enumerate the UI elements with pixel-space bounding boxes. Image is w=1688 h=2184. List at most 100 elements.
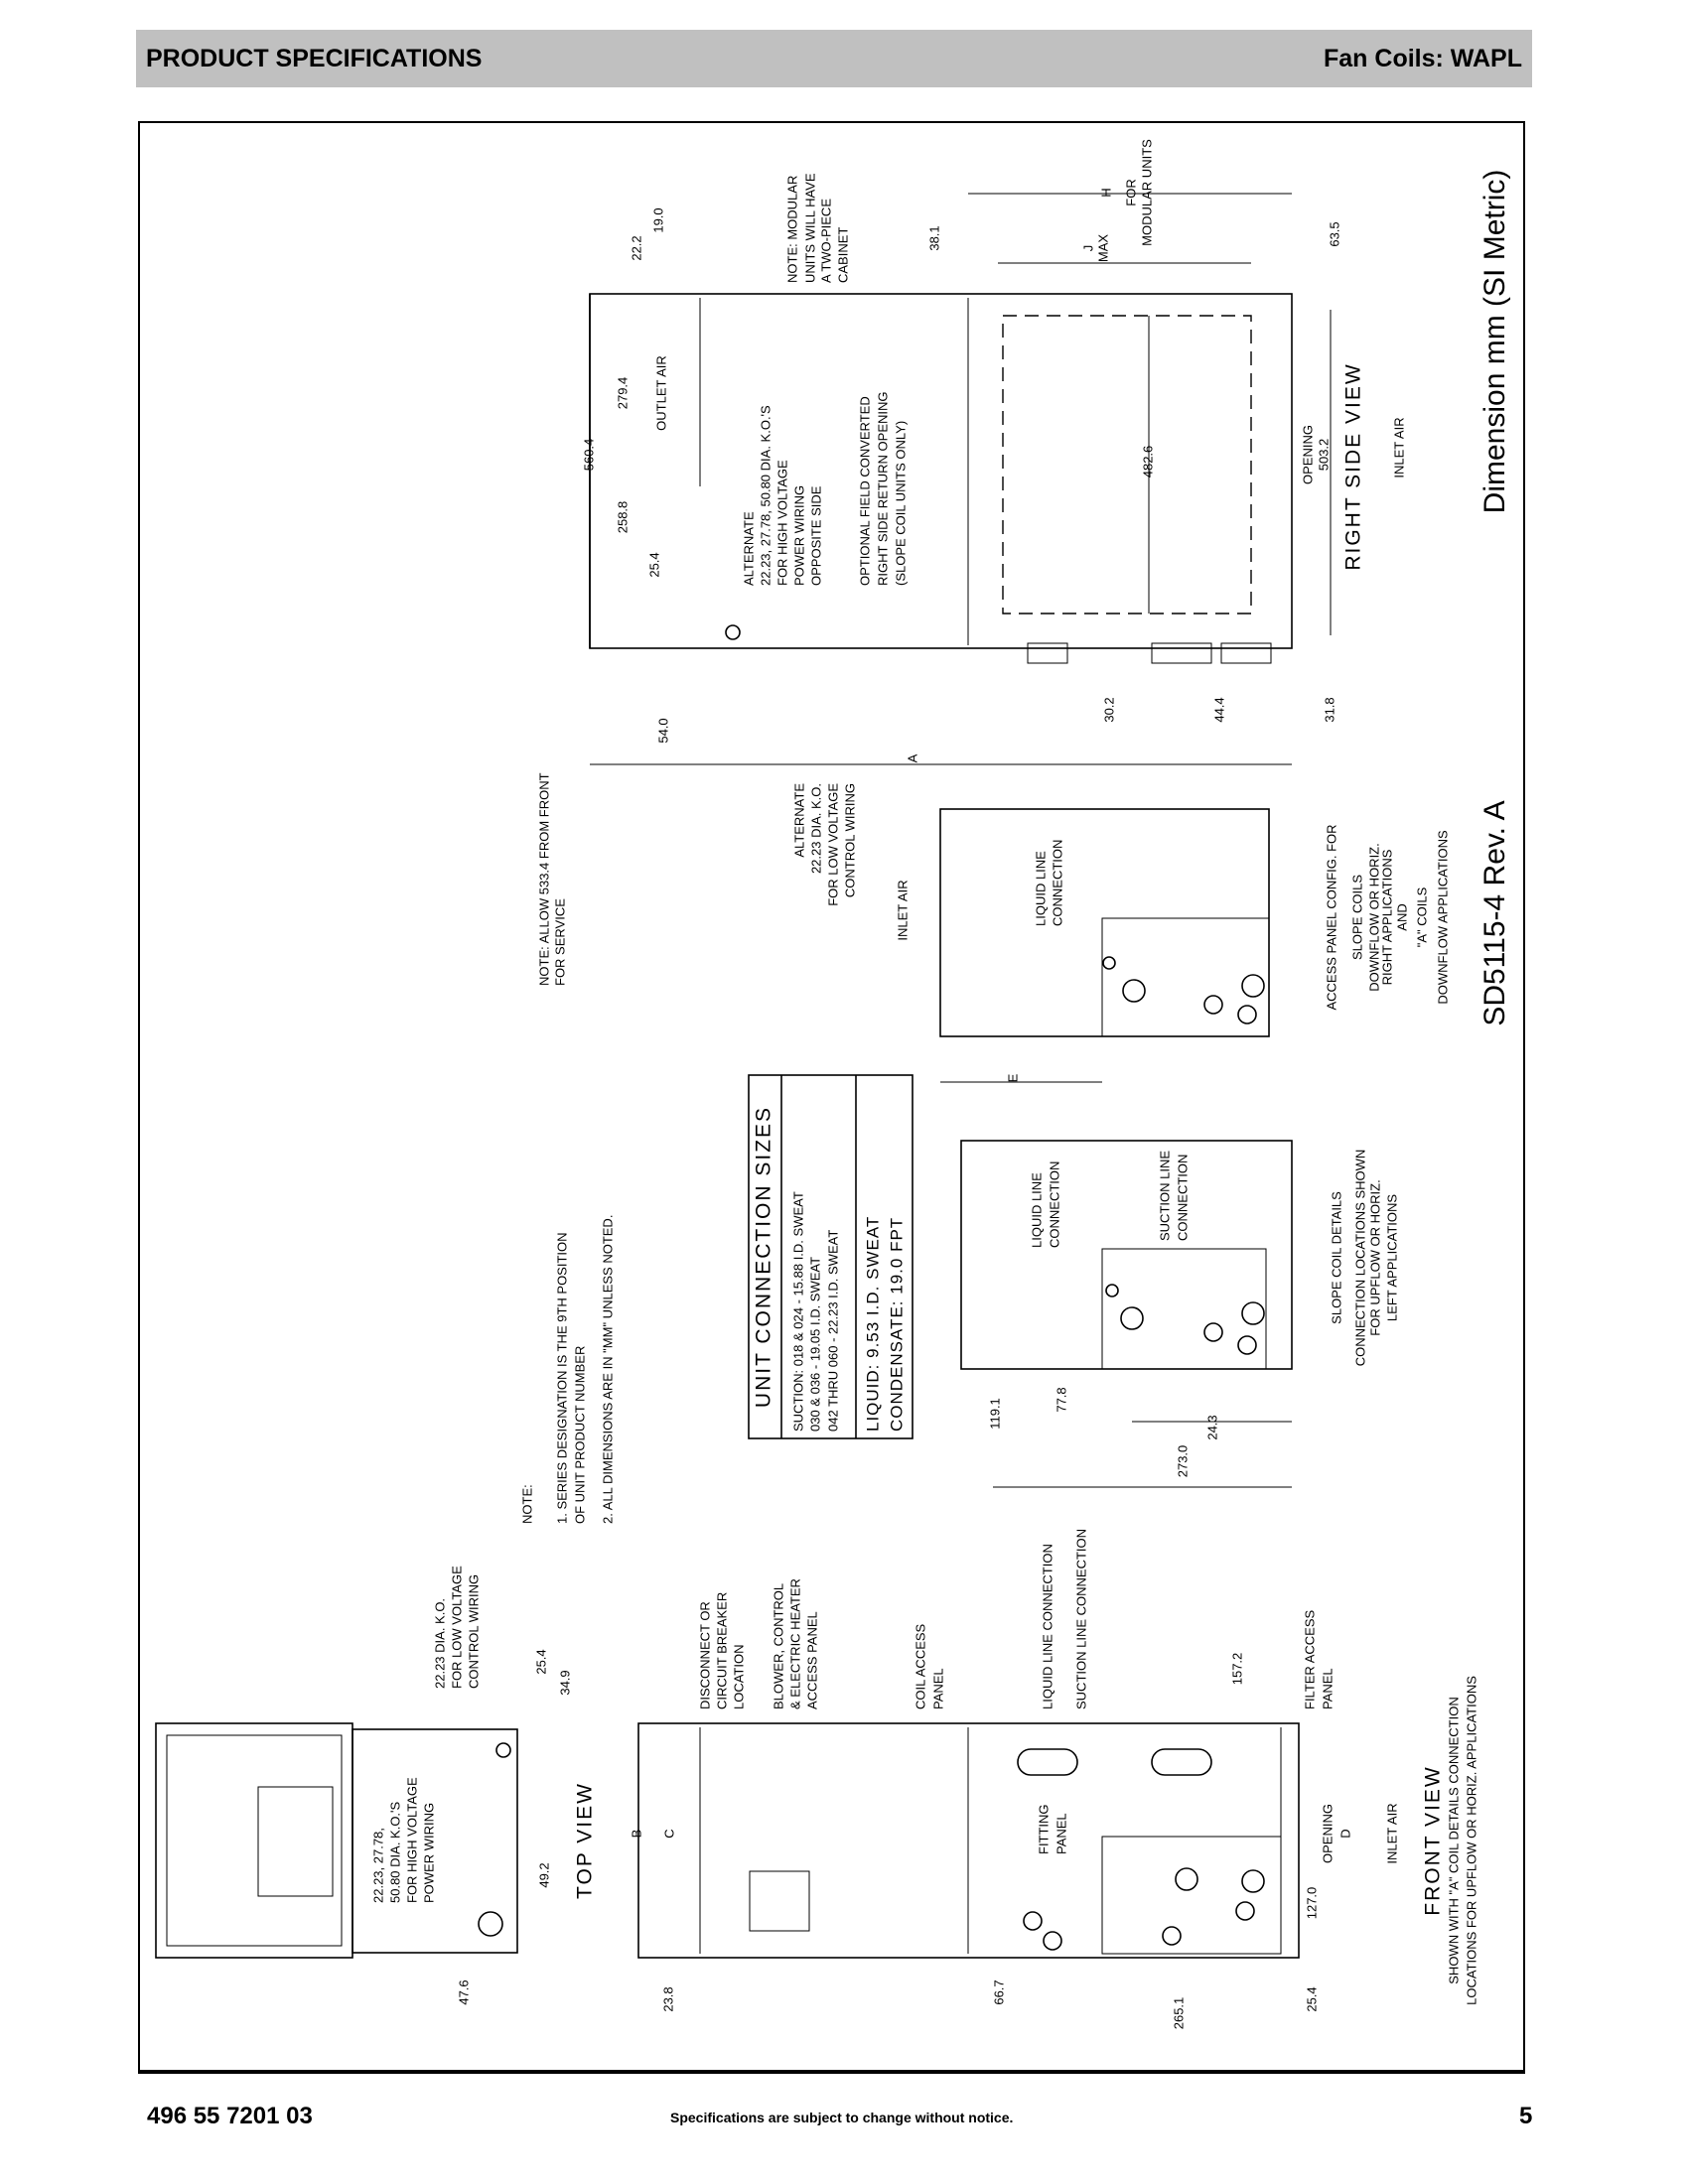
alt-low-voltage-text: FOR LOW VOLTAGE: [825, 783, 840, 906]
document-number: 496 55 7201 03: [147, 2103, 313, 2129]
inlet-air-right-text: INLET AIR: [1391, 417, 1406, 478]
front-view-text: FRONT VIEW: [1422, 1765, 1445, 1915]
coil-access-text: PANEL: [930, 1668, 945, 1709]
access-panel-title-text: DOWNFLOW APPLICATIONS: [1435, 830, 1450, 1005]
dimension-label: 30.2: [1101, 697, 1116, 722]
dimension-label: 31.8: [1322, 697, 1336, 722]
access-panel-title-text: RIGHT APPLICATIONS: [1379, 849, 1394, 985]
disconnect-text: LOCATION: [731, 1645, 746, 1710]
dimension-label: 49.2: [536, 1862, 551, 1887]
liquid-size: LIQUID: 9.53 I.D. SWEAT: [863, 1216, 882, 1432]
slope-title-text: SLOPE COIL DETAILS: [1329, 1191, 1343, 1324]
dimension-label: 24.3: [1204, 1415, 1219, 1439]
dimension-label: 23.8: [660, 1986, 675, 2011]
modular-units-text: MODULAR UNITS: [1139, 139, 1154, 246]
front-note-text: LOCATIONS FOR UPFLOW OR HORIZ. APPLICATI…: [1464, 1676, 1478, 2005]
dimension-label: 273.0: [1175, 1445, 1190, 1478]
dimension-label: 560.4: [581, 439, 596, 472]
top-low-voltage-text: 22.23 DIA. K.O.: [432, 1598, 447, 1689]
access-panel-title-text: "A" COILS: [1414, 887, 1429, 947]
blower-panel-text: BLOWER, CONTROL: [771, 1583, 785, 1709]
slope-title-text: CONNECTION LOCATIONS SHOWN: [1352, 1150, 1367, 1367]
product-title: Fan Coils: WAPL: [1324, 44, 1522, 72]
notes-text: NOTE:: [519, 1484, 534, 1524]
dimension-label: 127.0: [1304, 1887, 1319, 1920]
top-high-voltage-text: 50.80 DIA. K.O.'S: [387, 1801, 402, 1903]
blower-panel-text: ACCESS PANEL: [804, 1611, 819, 1709]
dimension-label: 34.9: [557, 1670, 572, 1695]
dimension-units-title: Dimension mm (SI Metric): [1478, 170, 1511, 514]
drawing-frame: [138, 121, 1525, 2074]
disconnect-text: DISCONNECT OR: [697, 1601, 712, 1709]
outlet-air-text: OUTLET AIR: [653, 355, 668, 431]
alt-high-voltage-text: FOR HIGH VOLTAGE: [774, 460, 789, 586]
coil-access-text: COIL ACCESS: [913, 1623, 927, 1709]
slope-suction-text: CONNECTION: [1175, 1155, 1190, 1241]
top-low-voltage-text: CONTROL WIRING: [466, 1574, 481, 1689]
front-liquid-text: LIQUID LINE CONNECTION: [1040, 1544, 1055, 1709]
slope-liquid-text: CONNECTION: [1047, 1161, 1061, 1248]
dimension-label: 77.8: [1054, 1387, 1068, 1412]
front-opening-text: OPENING: [1320, 1804, 1335, 1863]
modular-note-text: UNITS WILL HAVE: [802, 173, 817, 283]
right-opening-text: OPENING: [1300, 425, 1315, 484]
front-view: [637, 1722, 1300, 1959]
notes-text: OF UNIT PRODUCT NUMBER: [572, 1346, 587, 1524]
connection-table-title: UNIT CONNECTION SIZES: [753, 1106, 775, 1408]
top-low-voltage-text: FOR LOW VOLTAGE: [449, 1566, 464, 1689]
alt-low-voltage-text: CONTROL WIRING: [842, 783, 857, 897]
top-view-text: TOP VIEW: [574, 1782, 597, 1899]
front-note-text: SHOWN WITH "A" COIL DETAILS CONNECTION: [1446, 1697, 1461, 1983]
dimension-label: 25.4: [1304, 1986, 1319, 2011]
access-panel-title-text: ACCESS PANEL CONFIG. FOR: [1324, 824, 1338, 1010]
alt-high-voltage-text: ALTERNATE: [741, 511, 756, 586]
modular-note-text: CABINET: [835, 227, 850, 283]
access-panel-title-text: SLOPE COILS: [1349, 875, 1364, 960]
dimension-label: 119.1: [987, 1398, 1002, 1430]
notes-text: 1. SERIES DESIGNATION IS THE 9TH POSITIO…: [554, 1232, 569, 1524]
dimension-label: 258.8: [615, 501, 630, 534]
filter-access-text: FILTER ACCESS: [1302, 1609, 1317, 1709]
dimension-label: 63.5: [1327, 221, 1341, 246]
service-note-text: NOTE: ALLOW 533.4 FROM FRONT: [536, 772, 551, 986]
suction-size-line: 042 THRU 060 - 22.23 I.D. SWEAT: [825, 1230, 840, 1432]
dimension-label: 54.0: [655, 718, 670, 743]
dimension-label: 44.4: [1211, 697, 1226, 722]
dimension-label: H: [1098, 188, 1113, 197]
fitting-panel-text: PANEL: [1054, 1813, 1068, 1854]
dimension-label: 47.6: [456, 1979, 471, 2004]
suction-size-line: 030 & 036 - 19.05 I.D. SWEAT: [807, 1257, 822, 1432]
slope-liquid-text: LIQUID LINE: [1029, 1172, 1044, 1248]
dimension-label: 482.6: [1140, 446, 1155, 478]
dimension-label: C: [661, 1829, 676, 1838]
top-high-voltage-text: 22.23, 27.78,: [370, 1828, 385, 1903]
slope-coil-view: [960, 1140, 1293, 1488]
dimension-label: 279.4: [615, 377, 630, 410]
dimension-label: 66.7: [991, 1979, 1006, 2004]
condensate-size: CONDENSATE: 19.0 FPT: [887, 1217, 906, 1432]
slope-title-text: FOR UPFLOW OR HORIZ.: [1367, 1179, 1382, 1335]
alt-low-voltage-text: ALTERNATE: [791, 783, 806, 858]
blower-panel-text: & ELECTRIC HEATER: [787, 1578, 802, 1709]
page-header: PRODUCT SPECIFICATIONS Fan Coils: WAPL: [136, 30, 1532, 87]
disconnect-text: CIRCUIT BREAKER: [714, 1592, 729, 1709]
access-liquid-text: LIQUID LINE: [1033, 851, 1048, 926]
top-view: [155, 1722, 518, 1959]
right-side-view: [589, 193, 1332, 765]
dimension-label: 38.1: [926, 225, 941, 250]
dimension-label: 157.2: [1229, 1653, 1244, 1686]
access-panel-title-text: DOWNFLOW OR HORIZ.: [1366, 843, 1381, 992]
access-liquid-text: CONNECTION: [1050, 840, 1064, 926]
dimension-label: A: [905, 753, 919, 762]
dimension-label: E: [1005, 1073, 1020, 1082]
filter-access-text: PANEL: [1320, 1668, 1335, 1709]
suction-size-line: SUCTION: 018 & 024 - 15.88 I.D. SWEAT: [790, 1191, 805, 1432]
modular-note-text: A TWO-PIECE: [818, 199, 833, 283]
dimension-label: 19.0: [650, 207, 665, 232]
right-side-view-text: RIGHT SIDE VIEW: [1342, 362, 1365, 570]
connection-table: [748, 1074, 914, 1439]
dimension-label: MAX: [1095, 234, 1110, 263]
service-note-text: FOR SERVICE: [552, 898, 567, 986]
dimension-label: B: [629, 1830, 643, 1839]
